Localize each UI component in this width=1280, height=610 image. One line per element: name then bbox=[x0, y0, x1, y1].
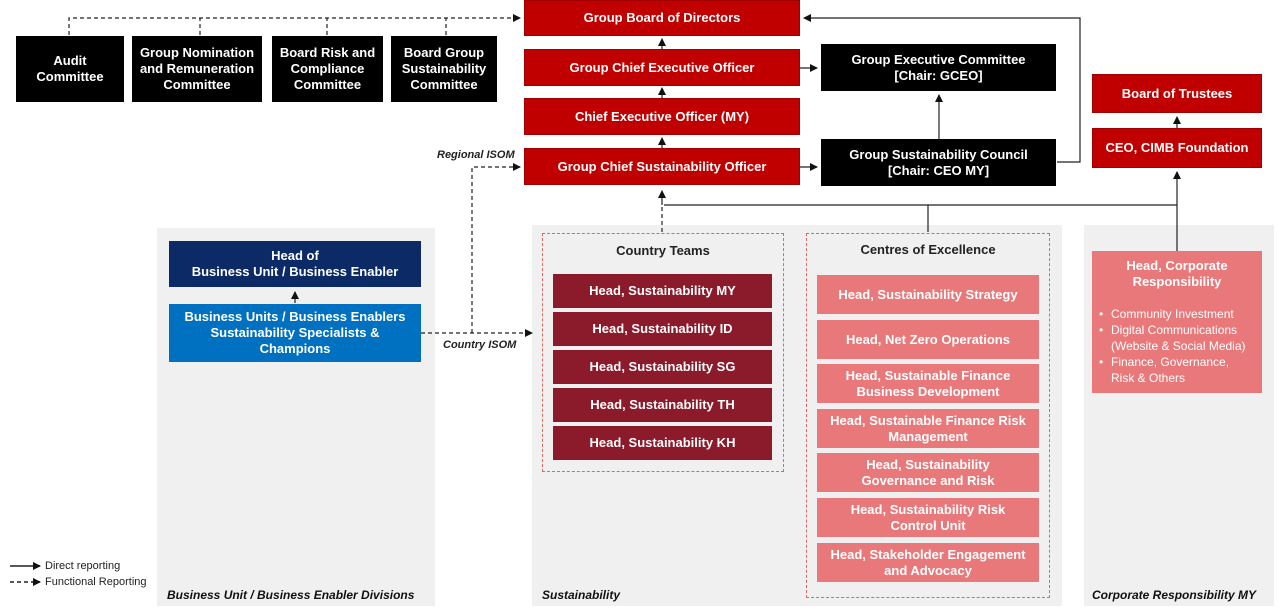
head-corporate-responsibility: Head, Corporate Responsibility bbox=[1126, 258, 1228, 289]
cr-item-community: Community Investment bbox=[1099, 306, 1265, 322]
head-sustainability-my: Head, Sustainability MY bbox=[553, 274, 772, 308]
bu-sustainability-specialists: Business Units / Business Enablers Susta… bbox=[169, 304, 421, 362]
country-teams-group bbox=[542, 233, 784, 472]
committee-nomination-remuneration: Group Nomination and Remuneration Commit… bbox=[132, 36, 262, 102]
regional-isom-label: Regional ISOM bbox=[437, 149, 515, 161]
head-business-unit: Head of Business Unit / Business Enabler bbox=[169, 241, 421, 287]
head-sustainability-th: Head, Sustainability TH bbox=[553, 388, 772, 422]
committee-board-sustainability: Board Group Sustainability Committee bbox=[391, 36, 497, 102]
ceo-my: Chief Executive Officer (MY) bbox=[524, 98, 800, 135]
group-board-of-directors: Group Board of Directors bbox=[524, 0, 800, 36]
country-isom-label: Country ISOM bbox=[443, 339, 517, 351]
committee-board-risk-compliance: Board Risk and Compliance Committee bbox=[272, 36, 383, 102]
head-sustainability-risk-control: Head, Sustainability Risk Control Unit bbox=[817, 498, 1039, 537]
corporate-responsibility-panel-label: Corporate Responsibility MY bbox=[1092, 588, 1257, 602]
legend-functional-reporting: Functional Reporting bbox=[45, 576, 147, 588]
head-net-zero-operations: Head, Net Zero Operations bbox=[817, 320, 1039, 359]
head-sustainability-governance-risk: Head, Sustainability Governance and Risk bbox=[817, 453, 1039, 492]
head-sustainability-strategy: Head, Sustainability Strategy bbox=[817, 275, 1039, 314]
head-sustainable-finance-bd: Head, Sustainable Finance Business Devel… bbox=[817, 364, 1039, 403]
head-sustainable-finance-risk: Head, Sustainable Finance Risk Managemen… bbox=[817, 409, 1039, 448]
legend-direct-reporting: Direct reporting bbox=[45, 560, 121, 572]
centres-of-excellence-title: Centres of Excellence bbox=[860, 242, 996, 257]
sustainability-panel-label: Sustainability bbox=[542, 588, 621, 602]
group-chief-sustainability-officer: Group Chief Sustainability Officer bbox=[524, 148, 800, 185]
head-sustainability-id: Head, Sustainability ID bbox=[553, 312, 772, 346]
country-teams-title: Country Teams bbox=[616, 243, 710, 258]
head-sustainability-sg: Head, Sustainability SG bbox=[553, 350, 772, 384]
committee-audit: Audit Committee bbox=[16, 36, 124, 102]
head-stakeholder-engagement: Head, Stakeholder Engagement and Advocac… bbox=[817, 543, 1039, 582]
cr-item-finance-governance: Finance, Governance, Risk & Others bbox=[1099, 354, 1265, 386]
corporate-responsibility-list: Community Investment Digital Communicati… bbox=[1099, 306, 1265, 386]
board-of-trustees: Board of Trustees bbox=[1092, 74, 1262, 113]
group-ceo: Group Chief Executive Officer bbox=[524, 49, 800, 86]
ceo-cimb-foundation: CEO, CIMB Foundation bbox=[1092, 128, 1262, 168]
group-executive-committee: Group Executive Committee [Chair: GCEO] bbox=[821, 44, 1056, 91]
cr-item-digital-comms: Digital Communications (Website & Social… bbox=[1099, 322, 1265, 354]
group-sustainability-council: Group Sustainability Council [Chair: CEO… bbox=[821, 139, 1056, 186]
head-sustainability-kh: Head, Sustainability KH bbox=[553, 426, 772, 460]
business-unit-panel-label: Business Unit / Business Enabler Divisio… bbox=[167, 588, 415, 602]
centres-of-excellence-group bbox=[806, 233, 1050, 598]
